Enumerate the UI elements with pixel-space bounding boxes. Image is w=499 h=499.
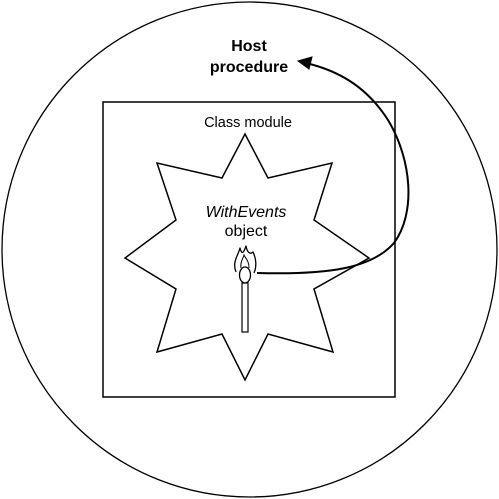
withevents-object-label-line1: WithEvents bbox=[206, 204, 287, 221]
host-procedure-label-line2: procedure bbox=[210, 59, 288, 76]
class-module-label: Class module bbox=[204, 115, 292, 131]
withevents-object-star bbox=[123, 132, 371, 382]
curved-arrow-head-icon bbox=[296, 56, 313, 70]
lit-match-icon bbox=[234, 245, 257, 333]
event-curve-line bbox=[256, 62, 410, 275]
withevents-object-label-line2: object bbox=[225, 223, 268, 240]
host-procedure-label-line1: Host bbox=[231, 38, 267, 55]
